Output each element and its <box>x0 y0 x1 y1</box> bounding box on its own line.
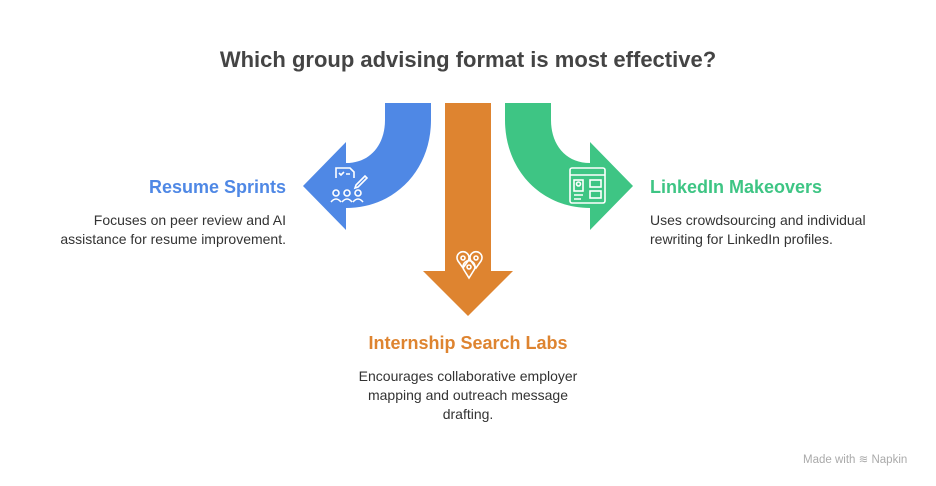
checklist-team-icon <box>330 167 369 203</box>
made-with-napkin-badge[interactable]: Made with ≋ Napkin <box>803 452 907 466</box>
made-with-label: Made with <box>803 454 856 466</box>
napkin-logo-icon: ≋ <box>858 454 869 466</box>
option-desc-linkedin-makeovers: Uses crowdsourcing and individual rewrit… <box>650 212 866 247</box>
page-title: Which group advising format is most effe… <box>219 47 717 72</box>
profile-webpage-icon <box>569 167 606 204</box>
blue-arrow <box>303 103 431 230</box>
napkin-brand: Napkin <box>871 454 908 466</box>
green-arrow <box>505 103 633 230</box>
option-desc-internship-search-labs: Encourages collaborative employer mappin… <box>358 368 578 422</box>
option-title-resume-sprints: Resume Sprints <box>148 177 286 197</box>
option-desc-resume-sprints: Focuses on peer review and AI assistance… <box>60 212 286 247</box>
option-title-linkedin-makeovers: LinkedIn Makeovers <box>650 177 823 197</box>
map-pins-icon <box>456 250 483 280</box>
option-title-internship-search-labs: Internship Search Labs <box>368 333 568 353</box>
orange-arrow <box>423 103 513 316</box>
